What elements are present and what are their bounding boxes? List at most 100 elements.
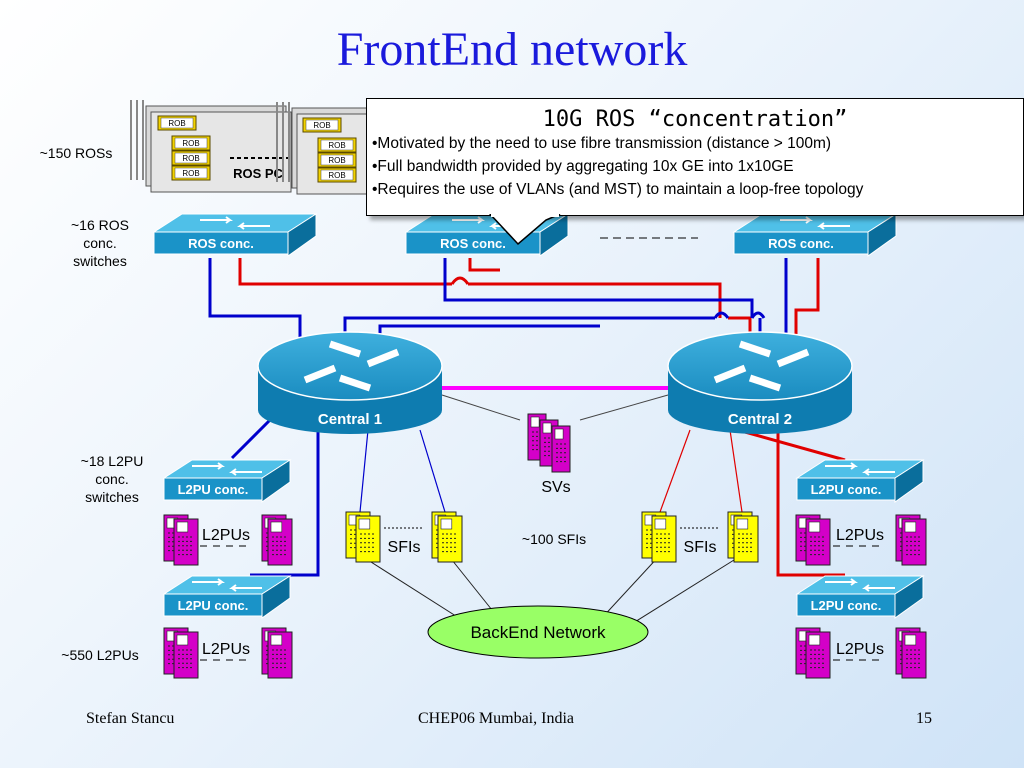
server-panel (808, 634, 821, 646)
l2pu-switch-count-label: ~18 L2PU (81, 453, 144, 469)
server-icon (267, 631, 293, 679)
server-icon (901, 518, 927, 566)
server-panel (904, 634, 917, 646)
ros-pc-label: ROS PC (233, 166, 283, 181)
link-blue (230, 418, 272, 460)
server-panel (808, 521, 821, 533)
switch-arrows (452, 216, 522, 230)
server-panel (542, 422, 552, 434)
link-svs (579, 394, 669, 421)
switch-icon (796, 477, 896, 501)
callout-title: 10G ROS “concentration” (542, 107, 848, 132)
router-icon (257, 331, 443, 401)
link-hump (450, 276, 470, 285)
ros-conc-switch-1: ROS conc. (152, 213, 318, 257)
callout-bullet-2: •Full bandwidth provided by aggregating … (372, 158, 794, 175)
ros-pc-edge (276, 102, 278, 182)
callout-bullet-3: •Requires the use of VLANs (and MST) to … (372, 181, 864, 198)
switch-arrows (780, 216, 850, 230)
switch-label: L2PU conc. (178, 482, 249, 497)
ros-switch-count-label: switches (73, 253, 127, 269)
link-blue (378, 324, 600, 340)
server-panel (176, 634, 189, 646)
backend-network (427, 605, 649, 659)
rob-card-face (174, 137, 208, 149)
link-svs (441, 394, 521, 421)
link-backend (599, 554, 661, 621)
server-icon (805, 631, 831, 679)
footer-page-number: 15 (916, 710, 932, 727)
sfis-label: SFIs (388, 539, 421, 556)
server-panel (530, 416, 540, 428)
link-blue (343, 316, 715, 340)
switch-label: ROS conc. (188, 236, 254, 251)
server-icon (805, 518, 831, 566)
server-icon (437, 515, 463, 563)
server-icon (651, 515, 677, 563)
link-sfi (419, 429, 446, 513)
l2pu-conc-switch-1: L2PU conc. (162, 459, 292, 503)
rob-label: ROB (328, 141, 345, 150)
server-icon (733, 515, 759, 563)
server-icon (901, 631, 927, 679)
router-arrows (303, 340, 400, 392)
switch-arrows (825, 462, 895, 476)
l2pu-conc-switch-2: L2PU conc. (162, 575, 292, 619)
router-icon (667, 331, 853, 401)
link-red (776, 420, 845, 577)
ros-conc-switch-3: ROS conc. (732, 213, 898, 257)
server-icon (173, 631, 199, 679)
sv-server (551, 425, 571, 473)
switch-label: L2PU conc. (178, 598, 249, 613)
ros-pc-edge (288, 102, 290, 182)
callout-pointer (488, 214, 561, 246)
link-red (794, 258, 820, 345)
backend-label: BackEnd Network (470, 623, 606, 642)
switch-arrows (825, 578, 895, 592)
server-panel (440, 518, 453, 530)
rob-label: ROB (182, 169, 199, 178)
l2pus-label: L2PUs (202, 641, 250, 658)
ros-count-label: ~150 ROSs (40, 145, 113, 161)
rob-card-face (174, 152, 208, 164)
rob-label: ROB (182, 154, 199, 163)
router-label: Central 1 (318, 411, 382, 428)
server-panel (904, 521, 917, 533)
switch-label: L2PU conc. (811, 598, 882, 613)
rob-card-face (320, 154, 354, 166)
rob-card-face (320, 169, 354, 181)
ros-switch-count-label: ~16 ROS (71, 217, 129, 233)
link-sfi (659, 429, 691, 513)
switch-arrows (192, 462, 262, 476)
link-red (468, 258, 500, 272)
l2pus-label: L2PUs (836, 641, 884, 658)
switch-label: ROS conc. (440, 236, 506, 251)
ros-pc-edge (130, 100, 132, 180)
callout-box: 10G ROS “concentration” •Motivated by th… (366, 98, 1024, 216)
server-panel (176, 521, 189, 533)
footer-author: Stefan Stancu (86, 710, 175, 727)
l2pus-label: L2PUs (836, 527, 884, 544)
link-blue (250, 420, 320, 577)
server-panel (554, 428, 564, 440)
router-label: Central 2 (728, 411, 792, 428)
ros-pc-edge (136, 100, 138, 180)
l2pu-switch-count-label: conc. (95, 471, 128, 487)
switch-icon (163, 477, 263, 501)
server-panel (654, 518, 667, 530)
switch-arrows (200, 216, 270, 230)
rob-card-face (320, 139, 354, 151)
slide-title: FrontEnd network (336, 23, 688, 76)
switch-label: ROS conc. (768, 236, 834, 251)
link-red (468, 282, 722, 318)
ros-pc-edge (282, 102, 284, 182)
server-panel (736, 518, 749, 530)
link-backend (629, 554, 743, 626)
server-icon (355, 515, 381, 563)
switch-icon (153, 231, 289, 255)
switch-icon (163, 593, 263, 617)
server-icon (173, 518, 199, 566)
svs-label: SVs (541, 479, 570, 496)
